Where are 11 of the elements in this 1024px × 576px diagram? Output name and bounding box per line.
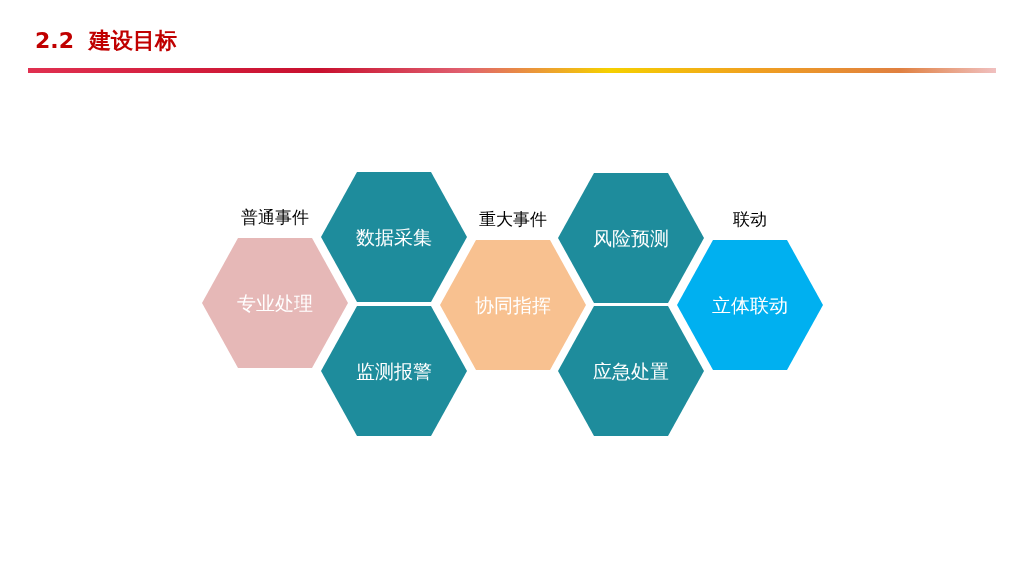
hexagon-label: 协同指挥 (474, 293, 552, 318)
slide-title: 2.2 建设目标 (35, 27, 178, 55)
hexagon-label: 风险预测 (592, 226, 670, 251)
category-label: 普通事件 (241, 206, 309, 229)
hexagon-label: 立体联动 (711, 293, 789, 318)
hexagon-label: 专业处理 (236, 291, 314, 316)
category-label: 联动 (733, 208, 767, 231)
hexagon-label: 数据采集 (355, 225, 433, 250)
hexagon-label: 应急处置 (592, 359, 670, 384)
hexagon-label: 监测报警 (355, 359, 433, 384)
category-label: 重大事件 (479, 208, 547, 231)
